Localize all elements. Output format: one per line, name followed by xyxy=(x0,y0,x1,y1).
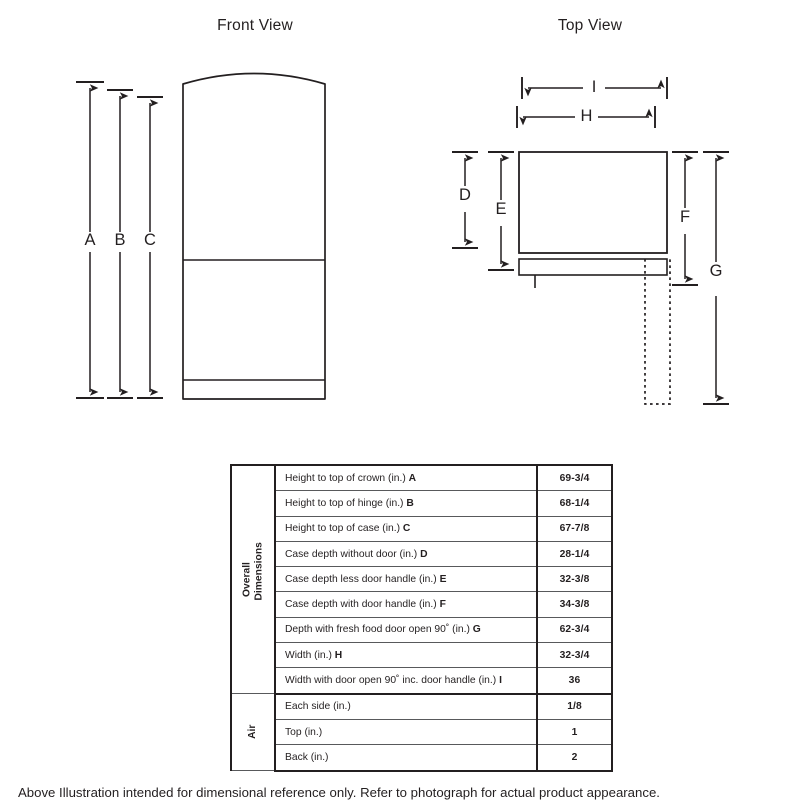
row-value: 28-1/4 xyxy=(536,540,613,568)
row-label: Height to top of hinge (in.) B xyxy=(274,490,538,517)
top-view-title: Top View xyxy=(557,17,623,34)
row-value: 1 xyxy=(536,718,613,746)
dimension-label-d: D xyxy=(459,186,471,204)
table-row: Case depth without door (in.) D 28-1/4 xyxy=(231,540,613,568)
dimensions-table-body: Overall Dimensions Height to top of crow… xyxy=(230,464,613,772)
row-label: Width (in.) H xyxy=(274,642,538,669)
table-row: Top (in.) 1 xyxy=(231,718,613,746)
front-view-title: Front View xyxy=(217,17,293,34)
table-row: Case depth less door handle (in.) E 32-3… xyxy=(231,566,613,593)
row-group-label-overall-dimensions: Overall Dimensions xyxy=(230,464,276,695)
footer-caption: Above Illustration intended for dimensio… xyxy=(18,785,660,800)
table-row: Width (in.) H 32-3/4 xyxy=(231,642,613,669)
table-row: Back (in.) 2 xyxy=(231,744,613,772)
row-label: Height to top of crown (in.) A xyxy=(274,464,538,492)
row-letter: D xyxy=(420,548,428,560)
table-row: Air Each side (in.) 1/8 xyxy=(230,693,613,772)
row-letter: E xyxy=(439,573,447,585)
table-row: Width with door open 90˚ inc. door handl… xyxy=(231,667,613,695)
dimension-label-g: G xyxy=(709,262,723,280)
row-group-label-line2: Dimensions xyxy=(253,542,264,601)
row-group-label-line1: Air xyxy=(247,724,259,740)
row-value: 62-3/4 xyxy=(536,616,613,644)
dimension-line-a xyxy=(76,81,104,399)
row-group-label-line1: Overall xyxy=(241,562,253,598)
dimension-label-a: A xyxy=(84,231,96,249)
row-value: 2 xyxy=(536,744,613,772)
row-label: Width with door open 90˚ inc. door handl… xyxy=(274,667,538,695)
dimension-label-c: C xyxy=(144,231,156,249)
table-row: Height to top of case (in.) C 67-7/8 xyxy=(231,515,613,542)
top-view-width-dimensions xyxy=(516,77,668,128)
row-value: 36 xyxy=(536,667,613,695)
dimension-label-f: F xyxy=(679,208,691,226)
row-value: 67-7/8 xyxy=(536,515,613,542)
row-value: 68-1/4 xyxy=(536,490,613,517)
dimension-line-h xyxy=(516,106,656,128)
top-view-depth-dimensions xyxy=(452,151,729,405)
row-letter: A xyxy=(408,472,417,484)
door-open-outline xyxy=(644,259,671,405)
dimension-diagram xyxy=(76,72,729,405)
row-label: Back (in.) xyxy=(274,744,538,772)
row-label: Each side (in.) xyxy=(274,693,538,720)
row-letter: H xyxy=(334,649,343,661)
dimension-line-g xyxy=(703,151,729,405)
row-letter: G xyxy=(472,624,481,636)
row-label: Top (in.) xyxy=(274,718,538,746)
row-group-label-air: Air xyxy=(230,693,276,772)
dimension-label-i: I xyxy=(591,78,597,96)
dimension-label-e: E xyxy=(495,200,507,218)
row-label: Case depth less door handle (in.) E xyxy=(274,566,538,593)
top-view-appliance xyxy=(518,151,671,405)
row-letter: I xyxy=(499,675,502,687)
row-value: 69-3/4 xyxy=(536,464,613,492)
front-view-dimension-lines xyxy=(76,81,163,399)
dimension-line-c xyxy=(137,96,163,399)
row-value: 32-3/8 xyxy=(536,566,613,593)
table-row: Height to top of hinge (in.) B 68-1/4 xyxy=(231,490,613,517)
row-label: Depth with fresh food door open 90˚ (in.… xyxy=(274,616,538,644)
row-value: 1/8 xyxy=(536,693,613,720)
table-row: Overall Dimensions Height to top of crow… xyxy=(230,464,613,695)
row-letter: F xyxy=(439,599,446,611)
dimensions-table: Overall Dimensions Height to top of crow… xyxy=(230,464,613,772)
row-letter: C xyxy=(402,523,411,535)
dimension-label-b: B xyxy=(114,231,126,249)
front-view-appliance xyxy=(182,72,326,400)
row-label: Case depth without door (in.) D xyxy=(274,540,538,568)
dimension-line-e xyxy=(488,151,514,271)
dimension-line-b xyxy=(107,89,133,399)
dimension-line-d xyxy=(452,151,478,249)
dimension-label-h: H xyxy=(580,107,593,125)
row-label: Case depth with door handle (in.) F xyxy=(274,591,538,618)
dimension-line-f xyxy=(672,151,698,286)
table-row: Case depth with door handle (in.) F 34-3… xyxy=(231,591,613,618)
row-letter: B xyxy=(406,497,414,509)
row-label: Height to top of case (in.) C xyxy=(274,515,538,542)
dimension-line-i xyxy=(521,77,668,99)
row-value: 34-3/8 xyxy=(536,591,613,618)
table-row: Depth with fresh food door open 90˚ (in.… xyxy=(231,616,613,644)
row-value: 32-3/4 xyxy=(536,642,613,669)
